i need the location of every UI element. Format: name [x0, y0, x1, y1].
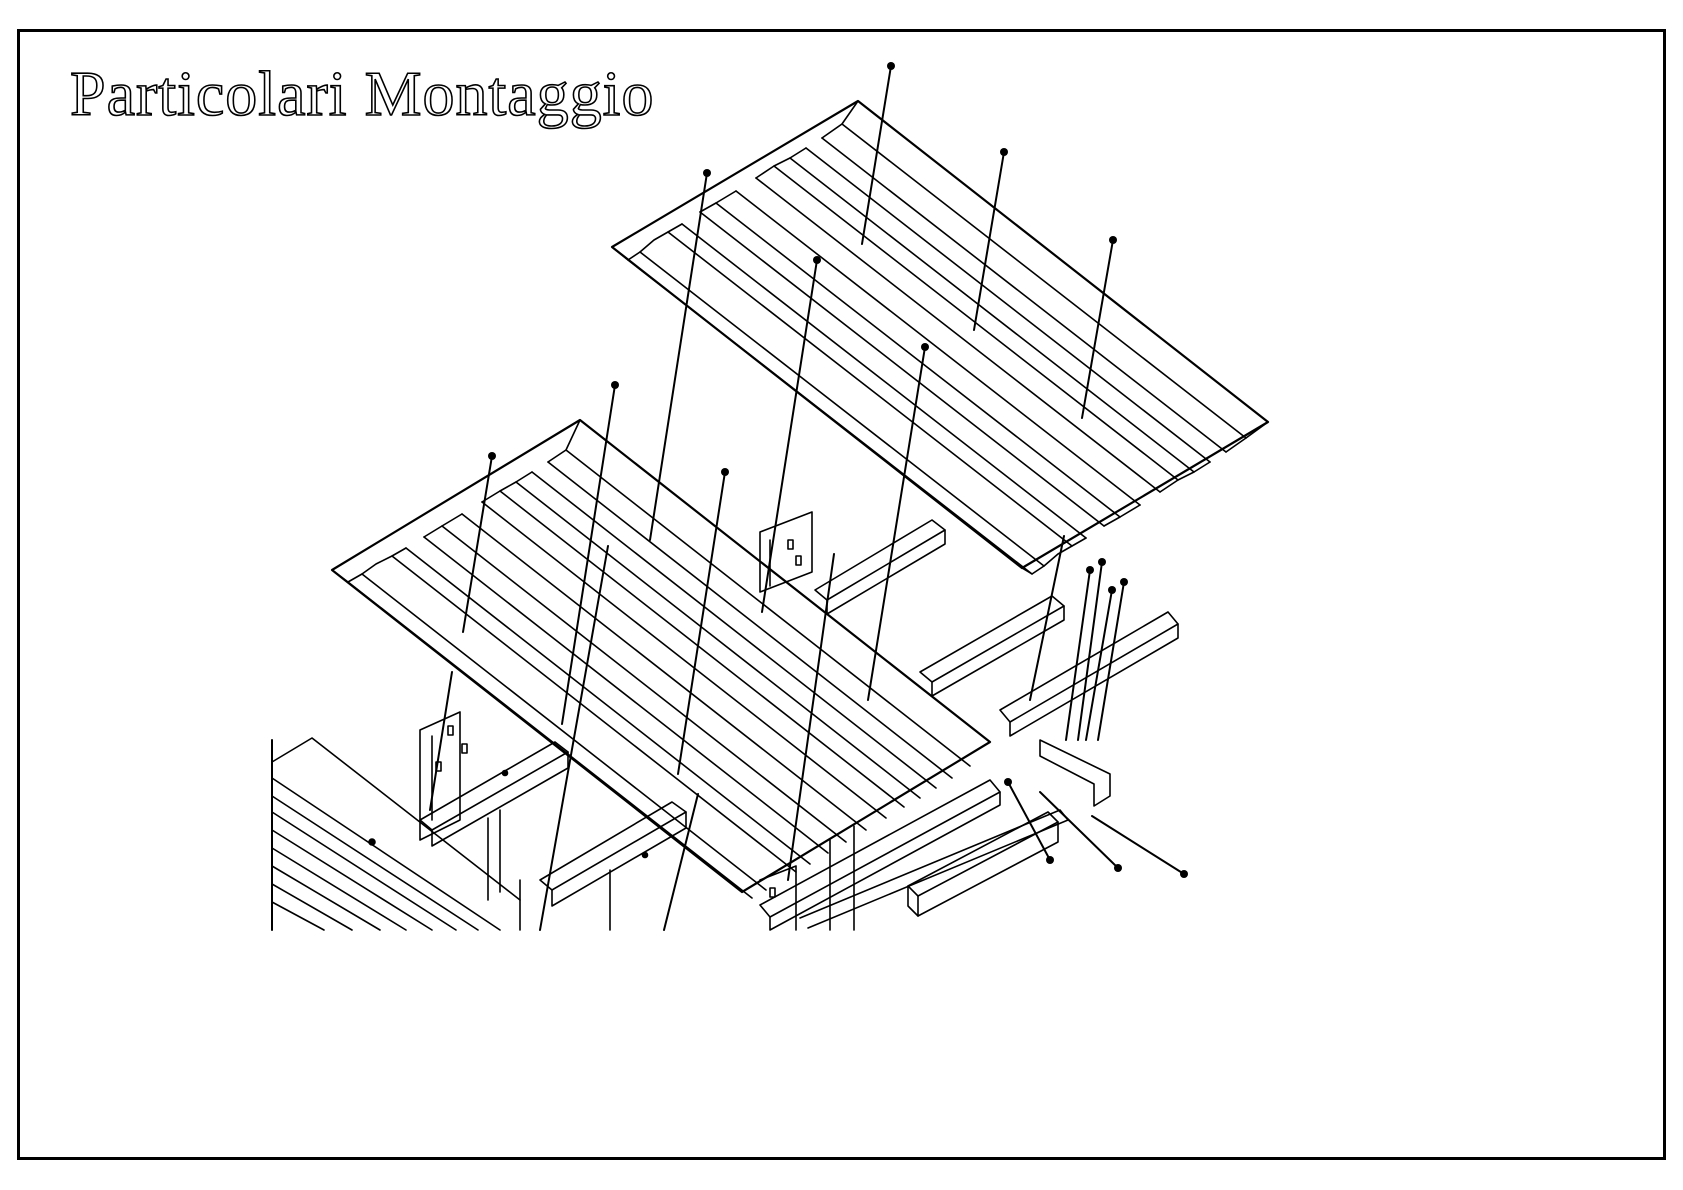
assembly-leaders — [429, 65, 1185, 931]
lower-roof-sheet — [330, 418, 992, 899]
leader-dots — [488, 62, 1188, 878]
sheet-title: Particolari Montaggio — [69, 58, 655, 129]
upper-roof-sheet — [610, 99, 1270, 575]
installed-roof-sheet — [271, 737, 521, 931]
steel-purlins — [419, 511, 1179, 931]
